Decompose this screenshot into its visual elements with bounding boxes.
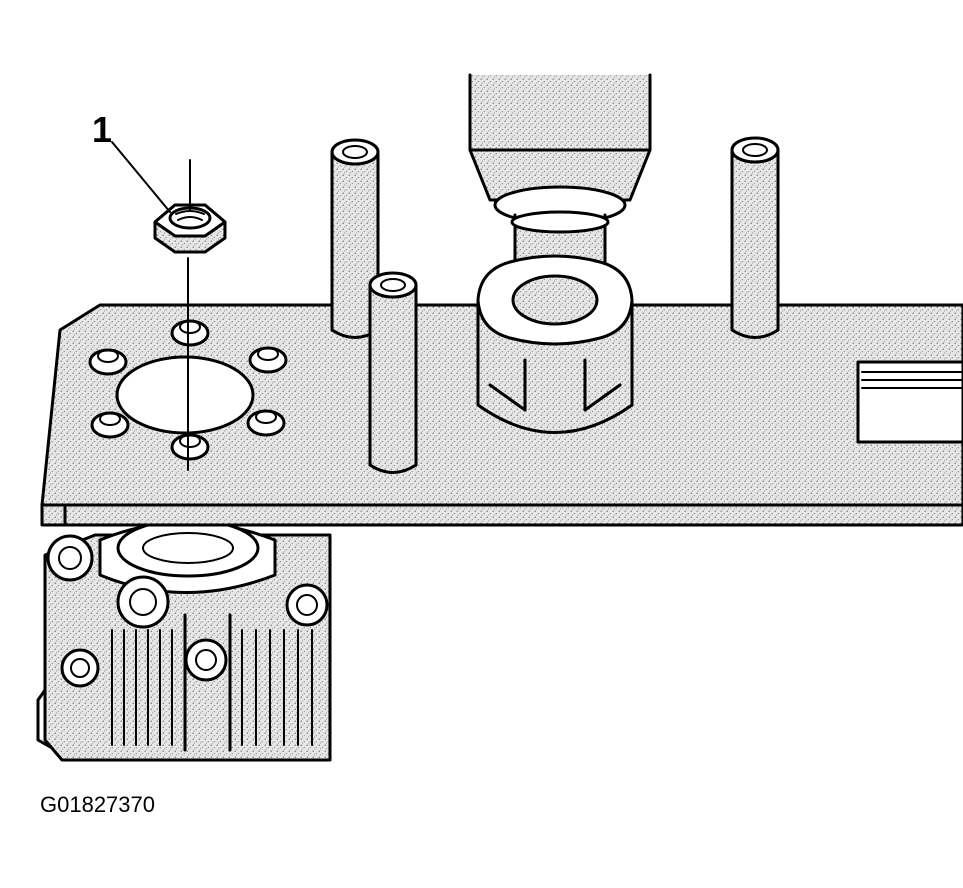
plate-bore: [115, 355, 255, 435]
bolt: [90, 411, 130, 439]
bolt: [88, 348, 128, 376]
gear-housing: [36, 518, 332, 762]
bolt: [246, 409, 286, 437]
callout-label: 1: [92, 109, 112, 150]
alignment-line: [187, 159, 191, 471]
socket-wrench-extension: [468, 73, 652, 277]
callout-leader-line: [111, 141, 171, 213]
hex-socket: [476, 254, 634, 434]
bolt: [170, 319, 210, 347]
retaining-bolts: [88, 319, 288, 461]
guide-pin-rear-right: [730, 136, 780, 339]
bolt: [170, 433, 210, 461]
bolt: [248, 346, 288, 374]
guide-pin-front: [368, 271, 418, 474]
figure-id: G01827370: [40, 792, 155, 817]
lock-nut: [153, 203, 227, 254]
